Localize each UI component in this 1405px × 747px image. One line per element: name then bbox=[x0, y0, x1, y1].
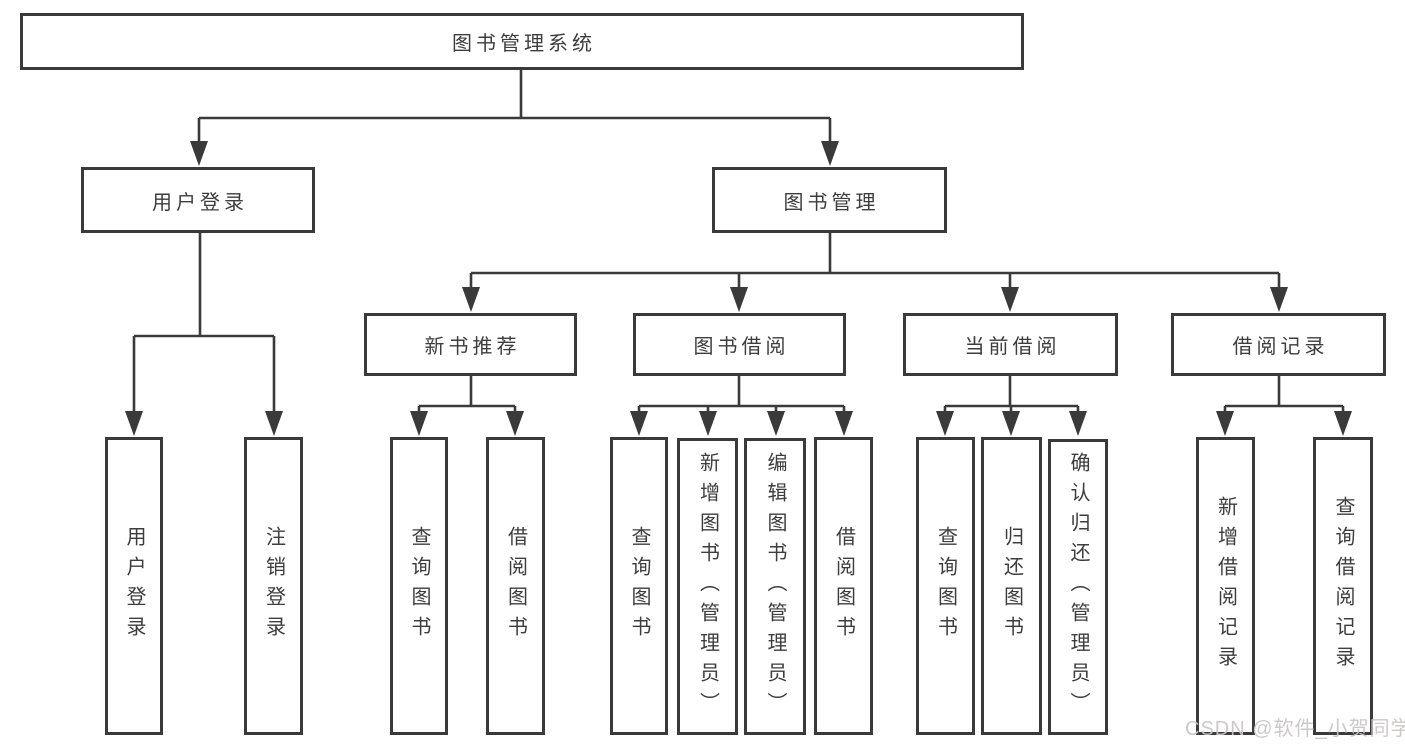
node-current-confirm-return-admin: 确认归还（管理员） bbox=[1048, 439, 1108, 735]
connector-login-to-children bbox=[125, 232, 283, 436]
node-label: 查询图书 bbox=[628, 526, 650, 646]
node-borrowing-query-books: 查询图书 bbox=[610, 437, 668, 735]
node-label: 查询图书 bbox=[934, 526, 957, 646]
node-recommend-query-books: 查询图书 bbox=[390, 437, 448, 735]
watermark: CSDN @软件_小贺同学 bbox=[1185, 718, 1405, 740]
node-label: 确认归还（管理员） bbox=[1067, 452, 1089, 722]
node-label: 注销登录 bbox=[262, 526, 285, 646]
node-user-login: 用户登录 bbox=[105, 437, 163, 735]
node-label: 查询图书 bbox=[408, 526, 430, 646]
connector-mgmt-to-level3 bbox=[462, 232, 1288, 312]
node-user-login-branch: 用户登录 bbox=[81, 167, 315, 233]
node-label: 新增图书（管理员） bbox=[696, 451, 719, 722]
node-book-management: 图书管理 bbox=[712, 167, 947, 233]
node-borrowing-borrow-books: 借阅图书 bbox=[814, 437, 873, 735]
node-label: 新书推荐 bbox=[424, 336, 521, 358]
node-label: 用户登录 bbox=[152, 191, 248, 214]
node-borrow-records: 借阅记录 bbox=[1171, 313, 1386, 376]
connector-newbook-to-children bbox=[410, 376, 524, 436]
node-current-return-books: 归还图书 bbox=[981, 437, 1042, 735]
node-label: 借阅记录 bbox=[1232, 336, 1329, 358]
node-label: 用户登录 bbox=[123, 526, 145, 646]
node-borrowing-edit-books-admin: 编辑图书（管理员） bbox=[744, 438, 806, 735]
connector-root-to-level2 bbox=[190, 69, 839, 166]
node-current-borrowing: 当前借阅 bbox=[903, 313, 1118, 376]
node-label: 借阅图书 bbox=[504, 526, 527, 646]
node-new-book-recommendation: 新书推荐 bbox=[364, 313, 577, 376]
node-book-borrowing: 图书借阅 bbox=[633, 313, 846, 376]
node-label: 编辑图书（管理员） bbox=[764, 451, 786, 722]
node-label: 图书管理系统 bbox=[452, 33, 596, 55]
node-label: 新增借阅记录 bbox=[1214, 496, 1237, 676]
node-label: 图书借阅 bbox=[693, 336, 790, 358]
connector-borrowing-to-children bbox=[630, 376, 853, 436]
node-logout: 注销登录 bbox=[244, 437, 303, 735]
connector-current-to-children bbox=[936, 376, 1087, 436]
node-records-query-borrow-record: 查询借阅记录 bbox=[1313, 437, 1373, 735]
node-library-management-system: 图书管理系统 bbox=[20, 13, 1024, 70]
node-recommend-borrow-books: 借阅图书 bbox=[486, 437, 545, 735]
node-label: 图书管理 bbox=[783, 191, 880, 214]
node-current-query-books: 查询图书 bbox=[916, 437, 975, 735]
node-label: 查询借阅记录 bbox=[1332, 496, 1354, 676]
node-label: 当前借阅 bbox=[964, 336, 1061, 358]
node-borrowing-add-books-admin: 新增图书（管理员） bbox=[677, 438, 738, 735]
connector-records-to-children bbox=[1216, 376, 1352, 436]
node-records-add-borrow-record: 新增借阅记录 bbox=[1196, 437, 1255, 735]
node-label: 借阅图书 bbox=[832, 526, 855, 646]
node-label: 归还图书 bbox=[1000, 526, 1023, 646]
